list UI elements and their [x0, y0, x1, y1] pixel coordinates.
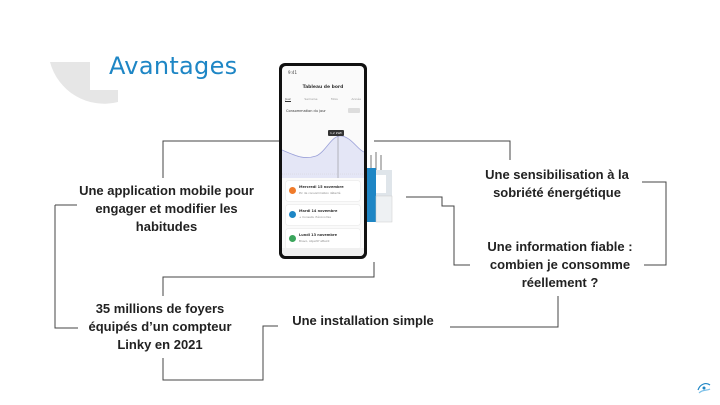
- label-installation: Une installation simple: [292, 313, 434, 328]
- card-subtitle: + Conseils d'économie: [299, 215, 331, 219]
- label-information: Une information fiable : combien je cons…: [487, 239, 633, 290]
- label-application: Une application mobile pour engager et m…: [79, 183, 254, 234]
- curve-tooltip: 1,2 kWh: [328, 130, 345, 136]
- list-item[interactable]: Lundi 13 novembre Bravo, objectif attein…: [286, 229, 360, 249]
- phone-tab-day[interactable]: Jour: [285, 97, 291, 102]
- phone-filter-button[interactable]: [348, 108, 360, 113]
- leaf-icon: [289, 235, 296, 242]
- consumption-curve: [282, 132, 364, 178]
- corner-cover-shape: [90, 62, 118, 90]
- phone-time: 9:41: [288, 70, 297, 75]
- card-title: Lundi 13 novembre: [299, 233, 338, 237]
- connector-sens: [374, 140, 511, 160]
- connector-install-right: [450, 296, 559, 328]
- phone-card-list: Mercredi 15 novembre Pic de consommation…: [286, 181, 360, 253]
- phone-header-title: Tableau de bord: [302, 85, 344, 90]
- phone-screen: 9:41 Tableau de bord Jour Semaine Mois A…: [282, 66, 364, 256]
- phone-tab-week[interactable]: Semaine: [304, 97, 318, 101]
- card-subtitle: Bravo, objectif atteint: [299, 239, 330, 243]
- connector-install: [162, 325, 278, 381]
- bulb-icon: [289, 211, 296, 218]
- phone-tabs: Jour Semaine Mois Année: [285, 97, 361, 102]
- connector-info: [406, 196, 470, 266]
- phone-bottom-bar: [282, 248, 364, 256]
- label-foyers: 35 millions de foyers équipés d’un compt…: [88, 301, 232, 352]
- card-title: Mardi 14 novembre: [299, 209, 338, 213]
- connector-install-top: [162, 262, 375, 296]
- list-item[interactable]: Mardi 14 novembre + Conseils d'économie: [286, 205, 360, 225]
- phone-mockup: 9:41 Tableau de bord Jour Semaine Mois A…: [279, 63, 367, 259]
- flame-icon: [289, 187, 296, 194]
- phone-tab-year[interactable]: Année: [351, 97, 361, 101]
- connector-sens-right: [642, 181, 667, 266]
- connector-app: [162, 140, 286, 178]
- list-item[interactable]: Mercredi 15 novembre Pic de consommation…: [286, 181, 360, 201]
- corner-arc-shape: [50, 62, 118, 104]
- phone-section-label: Consommation du jour: [286, 109, 326, 113]
- label-sensibilisation: Une sensibilisation à la sobriété énergé…: [485, 167, 629, 200]
- brand-logo-icon: [697, 383, 711, 394]
- card-subtitle: Pic de consommation détecté: [299, 191, 341, 195]
- connector-foyers-left: [54, 205, 78, 329]
- card-title: Mercredi 15 novembre: [299, 185, 344, 189]
- slide-title: Avantages: [109, 52, 238, 80]
- connector-lines: [54, 140, 667, 381]
- phone-tab-month[interactable]: Mois: [331, 97, 338, 101]
